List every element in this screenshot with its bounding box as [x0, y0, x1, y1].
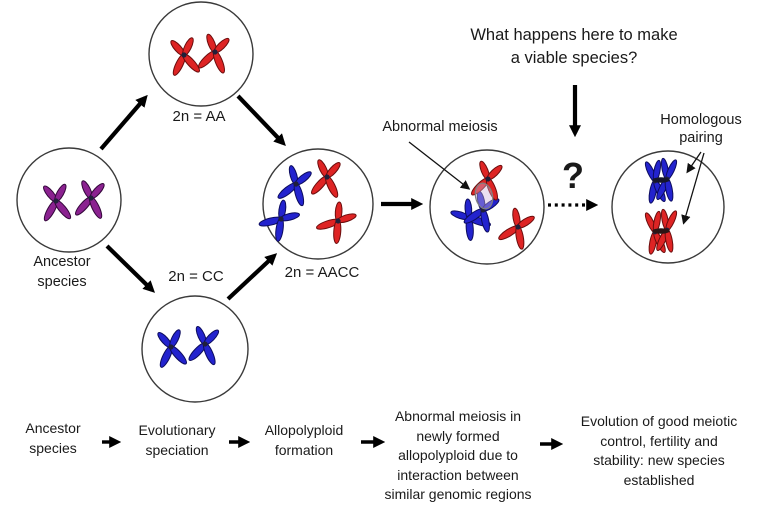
arrow-abnormal-label — [408, 141, 471, 190]
arrow-aa-to-aacc — [236, 94, 286, 147]
ancestor-species-label: Ancestor species — [33, 252, 90, 292]
flow-step-line: speciation — [145, 441, 209, 458]
abnormal-meiosis-label: Abnormal meiosis — [382, 119, 498, 135]
aa-cell — [148, 1, 254, 107]
arrow-pairing-label-blue — [686, 151, 702, 174]
flow-step-ancestor-species: Ancestor species — [25, 419, 80, 458]
flow-step-line: Allopolyploid — [264, 422, 344, 438]
blue-bivalent — [642, 156, 680, 205]
question-line-2: a viable species? — [510, 49, 638, 67]
arrow-pairing-label-red — [681, 152, 705, 225]
arrow-cc-to-aacc — [226, 253, 278, 301]
aacc-genome-label: 2n = AACC — [284, 264, 360, 281]
pairing-label-line-1: Homologous — [660, 112, 742, 128]
flow-arrows — [102, 436, 564, 450]
red-bivalent — [642, 207, 680, 256]
flow-step-line: Abnormal meiosis in — [394, 408, 522, 424]
homologous-pairing-cell — [611, 150, 725, 264]
annotation-arrows — [408, 141, 705, 225]
question-line-1: What happens here to make — [470, 26, 678, 44]
flow-step-line: formation — [274, 441, 334, 458]
flow-step-line: control, fertility and — [600, 432, 718, 449]
homologous-pairing-label: Homologous pairing — [660, 111, 741, 147]
flow-step-allopolyploid-formation: Allopolyploid formation — [265, 421, 344, 460]
cc-cell — [141, 295, 249, 403]
flow-step-line: established — [623, 471, 695, 488]
flow-step-line: interaction between — [397, 466, 519, 483]
arrow-ancestor-to-aa — [99, 94, 148, 151]
ancestor-cell — [16, 147, 122, 253]
ancestor-label-line-1: Ancestor — [33, 254, 91, 270]
aacc-cell — [255, 148, 374, 260]
flow-step-line: allopolyploid due to — [398, 447, 518, 463]
pairing-label-line-2: pairing — [679, 130, 723, 146]
flow-step-new-species-established: Evolution of good meiotic control, ferti… — [581, 412, 737, 490]
flow-step-line: Evolution of good meiotic — [580, 413, 738, 429]
flow-step-line: Ancestor — [25, 420, 81, 436]
flow-step-line: stability: new species — [593, 452, 725, 468]
flow-step-line: species — [29, 439, 77, 456]
flow-step-line: similar genomic regions — [384, 486, 532, 502]
question-heading: What happens here to make a viable speci… — [470, 24, 677, 70]
flow-step-evolutionary-speciation: Evolutionary speciation — [138, 421, 215, 460]
aa-genome-label: 2n = AA — [172, 108, 226, 125]
abnormal-meiosis-cell — [429, 149, 545, 265]
cc-genome-label: 2n = CC — [168, 268, 224, 285]
ancestor-label-line-2: species — [37, 274, 87, 290]
diagram-arrows — [99, 85, 599, 301]
flow-step-line: Evolutionary — [138, 422, 216, 438]
abnormal-interaction-highlight — [474, 182, 494, 210]
question-mark: ? — [562, 155, 584, 196]
flow-step-abnormal-meiosis: Abnormal meiosis in newly formed allopol… — [384, 407, 531, 505]
flow-step-line: newly formed — [416, 427, 500, 444]
arrow-ancestor-to-cc — [105, 244, 156, 293]
